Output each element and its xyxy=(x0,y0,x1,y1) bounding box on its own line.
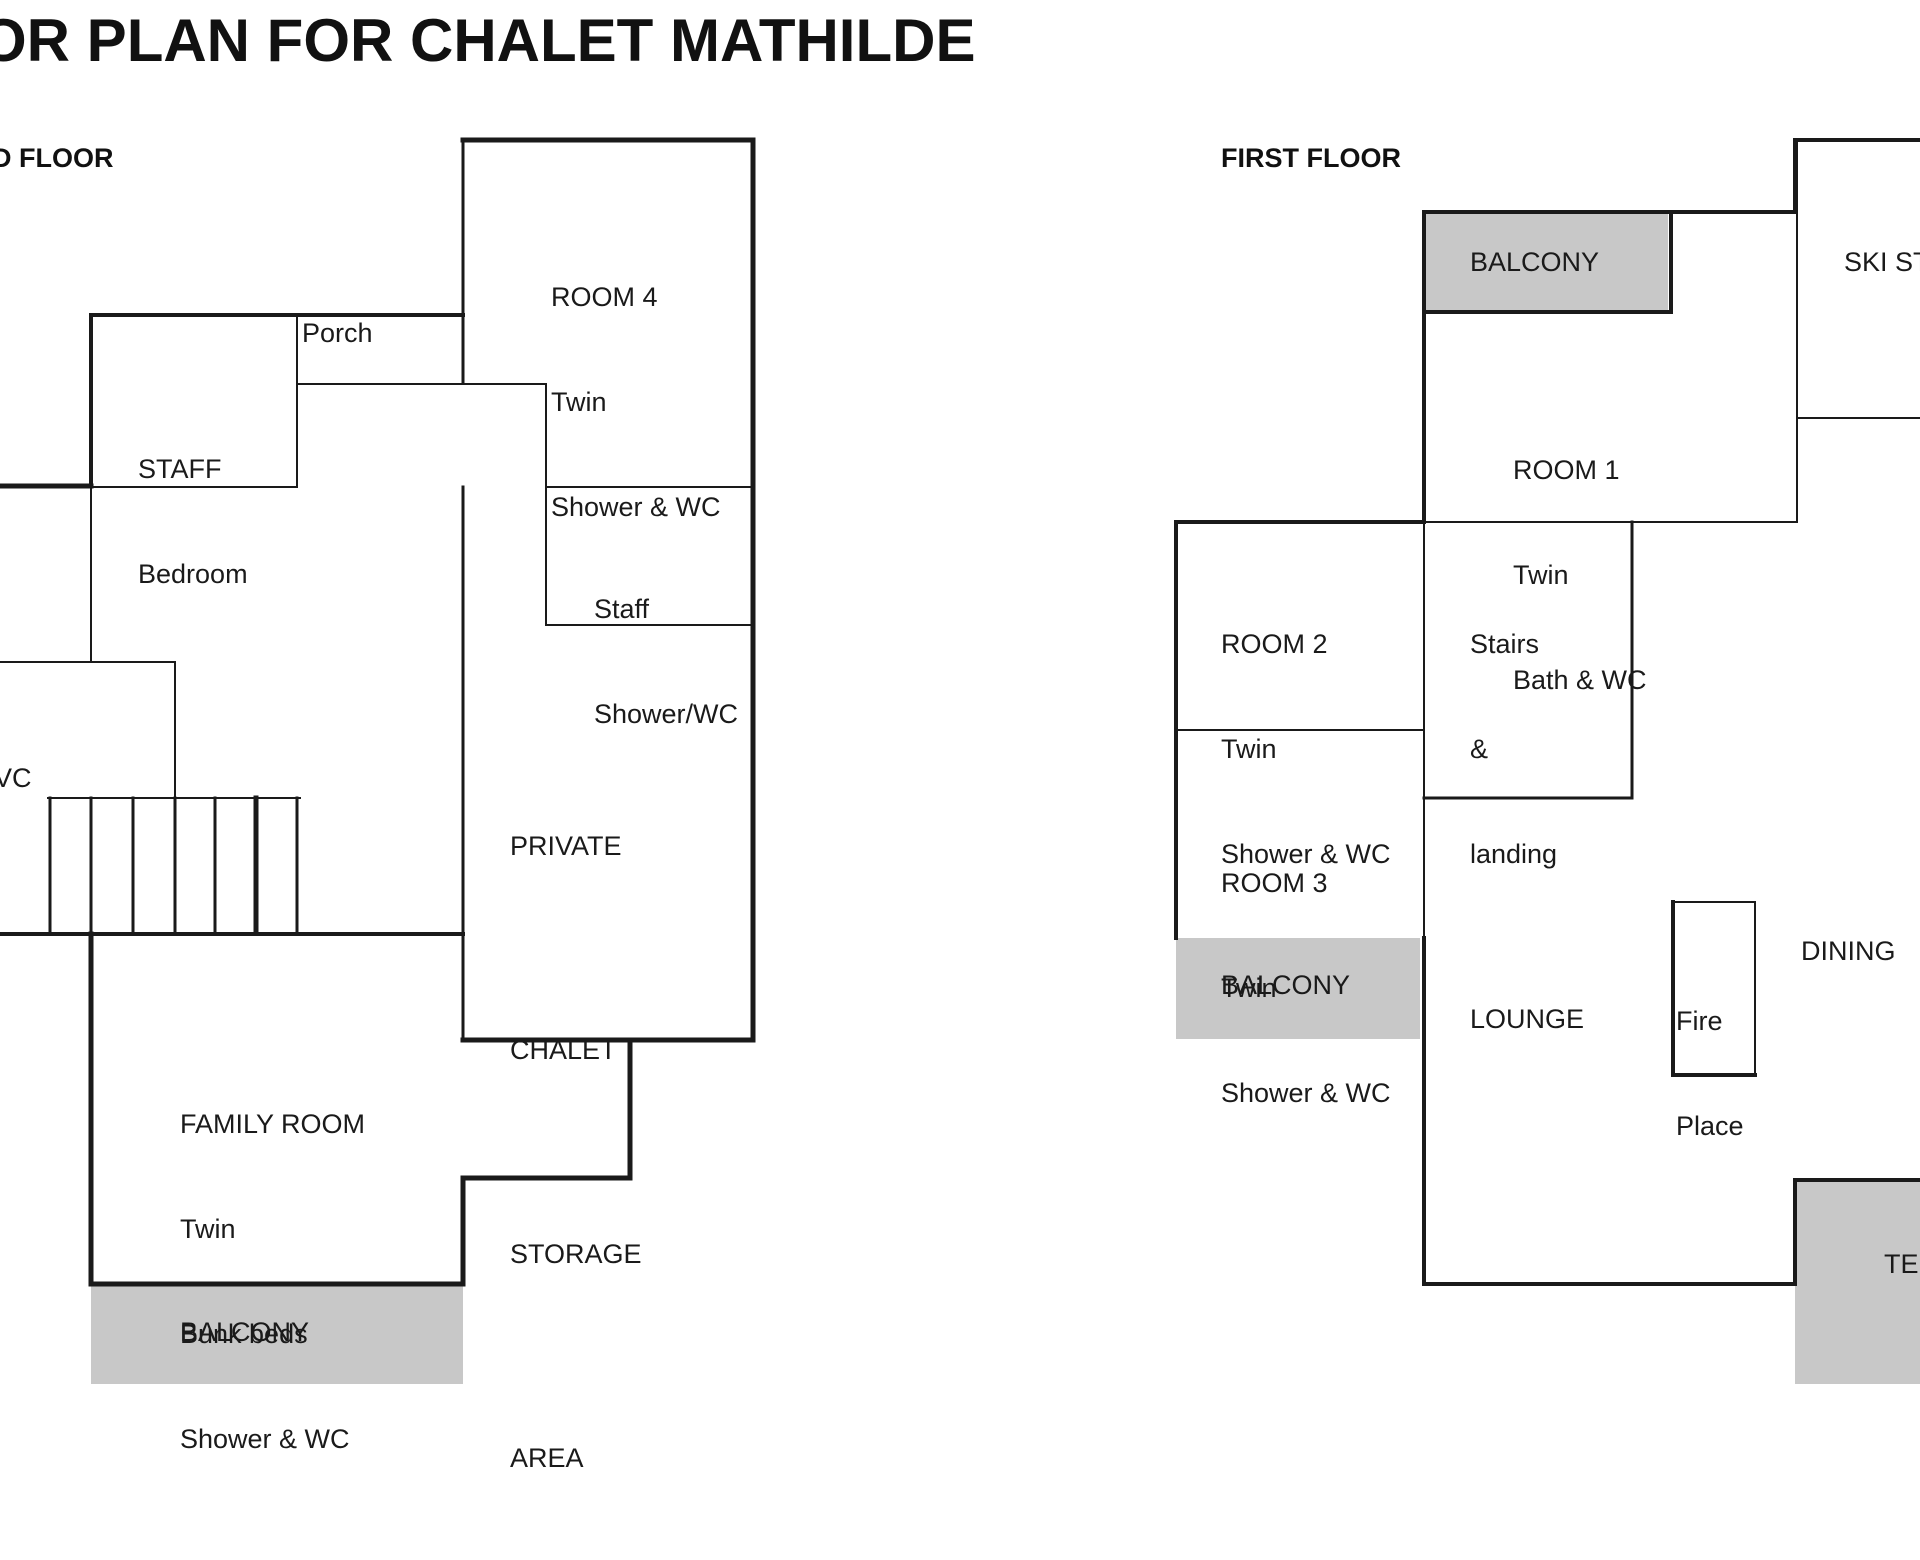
room1-label: ROOM 1 Twin Bath & WC xyxy=(1513,455,1647,695)
first-floor-walls xyxy=(1174,138,1920,1286)
page-title: OR PLAN FOR CHALET MATHILDE xyxy=(0,7,976,74)
staff-shower-label: Staff Shower/WC xyxy=(594,594,739,729)
wall-room4-inner xyxy=(462,383,547,626)
first-balcony-top-area xyxy=(1424,212,1668,312)
wall-room2-outer xyxy=(1174,520,1426,940)
wall-ski-store xyxy=(1669,138,1920,214)
first-floor-label: FIRST FLOOR xyxy=(1221,143,1401,173)
partial-wc-label: VC xyxy=(0,763,32,793)
wall-lounge xyxy=(1422,936,1920,1286)
wall-wc-partial xyxy=(0,661,176,799)
first-balcony-left-label: BALCONY xyxy=(1221,970,1351,1000)
stairs-landing-label: Stairs & landing xyxy=(1470,629,1558,869)
ground-floor-walls xyxy=(0,137,756,1287)
fire-place-label: Fire Place xyxy=(1676,1006,1744,1141)
ski-store-label: SKI ST xyxy=(1844,247,1920,277)
wall-room4-outer xyxy=(460,137,756,1043)
terrace-label: TE xyxy=(1884,1249,1919,1279)
wall-first-outer-top xyxy=(1422,210,1673,314)
first-terrace-area xyxy=(1795,1180,1920,1384)
ground-floor-label: D FLOOR xyxy=(0,143,114,173)
family-room-label: FAMILY ROOM Twin Bunk beds Shower & WC xyxy=(180,1109,366,1454)
room2-label: ROOM 2 Twin Shower & WC xyxy=(1221,629,1391,869)
private-storage-label: PRIVATE CHALET STORAGE AREA xyxy=(510,831,642,1473)
floor-plan-drawing xyxy=(0,137,1920,1384)
ground-balcony-area xyxy=(91,1284,463,1384)
porch-label: Porch xyxy=(302,318,373,348)
wall-staff-bedroom xyxy=(89,313,465,488)
room3-label: ROOM 3 Twin Shower & WC xyxy=(1221,868,1391,1108)
staff-bedroom-label: STAFF Bedroom xyxy=(138,454,248,589)
first-balcony-left-area xyxy=(1176,938,1420,1039)
lounge-label: LOUNGE xyxy=(1470,1004,1585,1034)
first-balcony-top-label: BALCONY xyxy=(1470,247,1600,277)
wall-family-room xyxy=(88,931,633,1287)
ground-balcony-label: BALCONY xyxy=(180,1317,310,1347)
dining-label: DINING xyxy=(1801,936,1896,966)
room4-label: ROOM 4 Twin Shower & WC xyxy=(551,282,721,522)
wall-stairs xyxy=(1422,520,1634,800)
